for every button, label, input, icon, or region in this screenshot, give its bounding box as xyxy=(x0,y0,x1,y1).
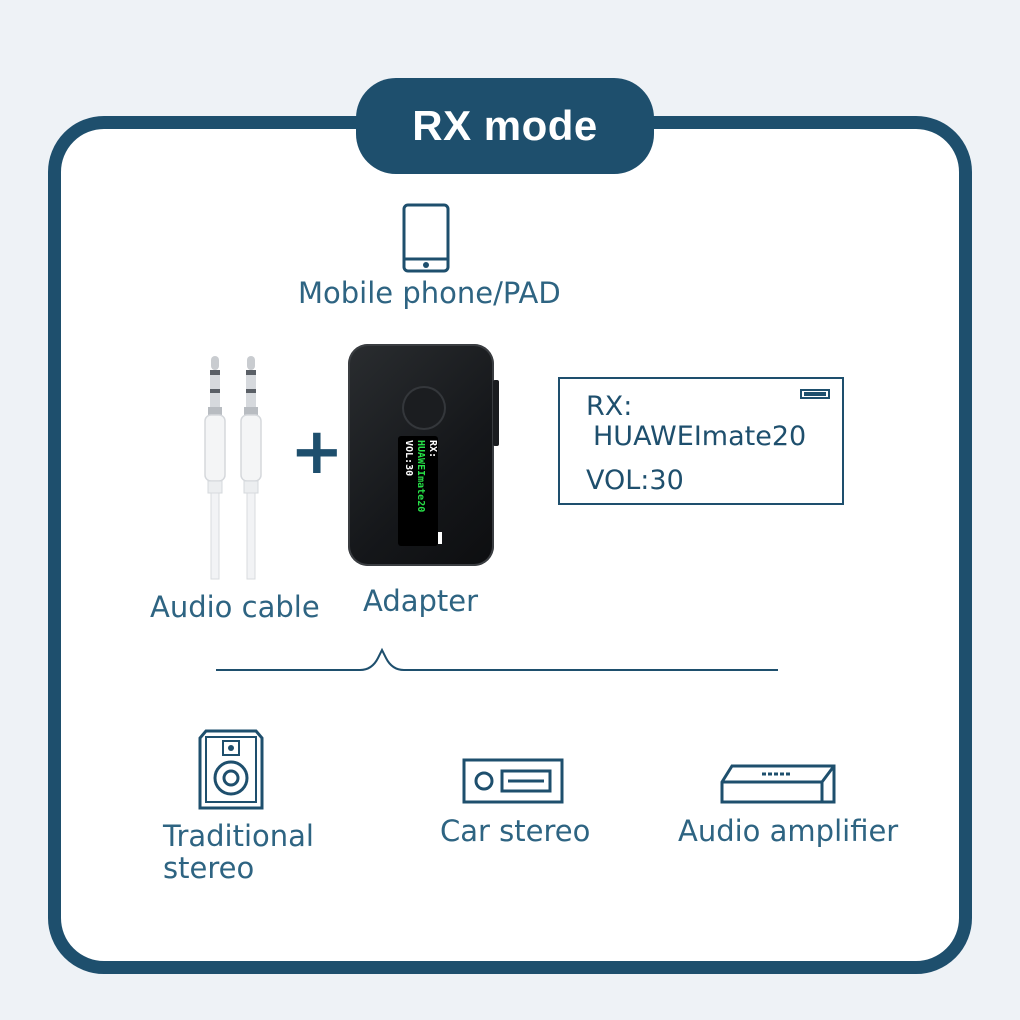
lcd-line-volume: VOL:30 xyxy=(586,465,684,496)
adapter-device: RX: HUAWEImate20 VOL:30 xyxy=(348,344,499,566)
adapter-side-button xyxy=(493,380,499,446)
plus-sign: + xyxy=(290,415,344,489)
lcd-display-panel: RX: HUAWEImate20 VOL:30 xyxy=(558,377,844,505)
adapter-screen-line2: HUAWEImate20 xyxy=(415,440,426,513)
battery-icon xyxy=(800,389,830,399)
title-badge: RX mode xyxy=(356,78,654,174)
car-stereo-icon xyxy=(462,758,564,804)
traditional-stereo-label-line2: stereo xyxy=(163,851,255,885)
page-title: RX mode xyxy=(412,102,598,149)
diagram-frame xyxy=(48,116,972,974)
adapter-screen: RX: HUAWEImate20 VOL:30 xyxy=(398,436,438,546)
mobile-phone-label: Mobile phone/PAD xyxy=(298,276,561,310)
adapter-screen-line1: RX: xyxy=(427,440,438,459)
audio-cable-label: Audio cable xyxy=(150,590,320,624)
brace-divider xyxy=(216,647,778,671)
adapter-label: Adapter xyxy=(363,584,479,618)
adapter-knob-button xyxy=(404,388,444,428)
audio-amplifier-label: Audio amplifier xyxy=(678,814,899,848)
audio-cable-image xyxy=(204,356,262,580)
amplifier-icon xyxy=(720,764,836,804)
mobile-phone-icon xyxy=(402,203,450,273)
traditional-stereo-label: Traditional stereo xyxy=(163,820,314,884)
speaker-icon xyxy=(198,729,264,810)
adapter-battery-icon xyxy=(438,532,442,544)
car-stereo-label: Car stereo xyxy=(440,814,591,848)
lcd-line-rx: RX: xyxy=(586,391,633,422)
adapter-screen-line3: VOL:30 xyxy=(403,440,414,477)
traditional-stereo-label-line1: Traditional xyxy=(163,819,314,853)
lcd-line-device: HUAWEImate20 xyxy=(593,421,807,452)
